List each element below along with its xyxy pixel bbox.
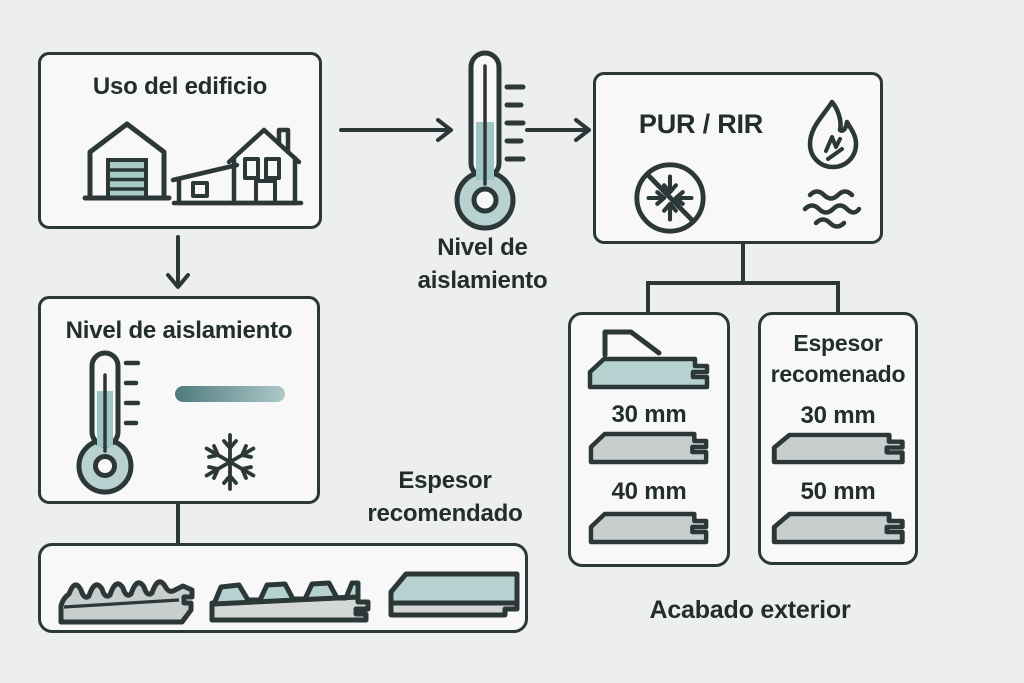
building-use-box: Uso del edificio [38,52,322,229]
material-title: PUR / RIR [638,109,764,139]
connector-option-a [646,281,650,313]
flame-icon [807,99,859,170]
option-b-title-line1: Espesor [793,330,883,356]
snowflake-icon [204,433,256,491]
thermometer-caption-line1: Nivel de [437,234,528,261]
no-compression-icon [634,162,706,234]
panel-profile-icon [587,356,710,390]
insulation-level-box: Nivel de aislamiento [38,296,320,504]
option-b-title: Espesor recomenado [761,328,915,390]
panel-profile-icon [771,432,905,465]
exterior-finish-caption: Acabado exterior [649,596,851,624]
insulation-gradient-bar [175,386,285,402]
warehouse-icon [82,121,172,201]
thickness-caption-line1: Espesor [398,467,492,494]
thermometer-icon [454,50,526,231]
thickness-caption-line2: recomendado [367,500,523,527]
option-b-size-2: 50 mm [800,478,876,505]
arrow-right-icon [339,118,453,142]
flat-panel-icon [388,571,520,618]
ribbed-panel-icon [209,580,371,623]
connector-insulation-down [176,502,180,546]
material-box: PUR / RIR [593,72,883,244]
heat-waves-icon [802,189,862,229]
option-a-size-1: 30 mm [611,401,687,428]
option-b-title-line2: recomenado [770,361,906,387]
panel-profile-icon [771,511,905,545]
thermometer-caption: Nivel de aislamiento [390,231,575,297]
option-b-size-1: 30 mm [800,402,876,429]
arrow-down-icon [166,235,190,289]
thermometer-ticks [504,84,526,162]
building-use-title: Uso del edificio [92,73,268,100]
thickness-caption: Espesor recomendado [350,464,540,530]
panel-profiles-box [38,543,528,633]
connector-material-down [741,242,745,284]
thickness-option-b-box: Espesor recomenado 30 mm 50 mm [758,312,918,565]
corrugated-panel-icon [58,579,195,625]
option-a-size-2: 40 mm [611,478,687,505]
house-icon [170,127,304,206]
panel-profile-icon [588,431,709,465]
insulation-level-title: Nivel de aislamiento [65,317,293,344]
arrow-right-icon [525,118,591,142]
thermometer-caption-line2: aislamiento [417,267,548,294]
thickness-option-a-box: 30 mm 40 mm [568,312,730,567]
connector-horizontal [646,281,840,285]
clip-fastener-icon [587,329,710,390]
thermometer-icon [76,350,141,495]
panel-profile-icon [588,511,709,545]
connector-option-b [836,281,840,313]
thermometer-ticks [123,360,141,426]
